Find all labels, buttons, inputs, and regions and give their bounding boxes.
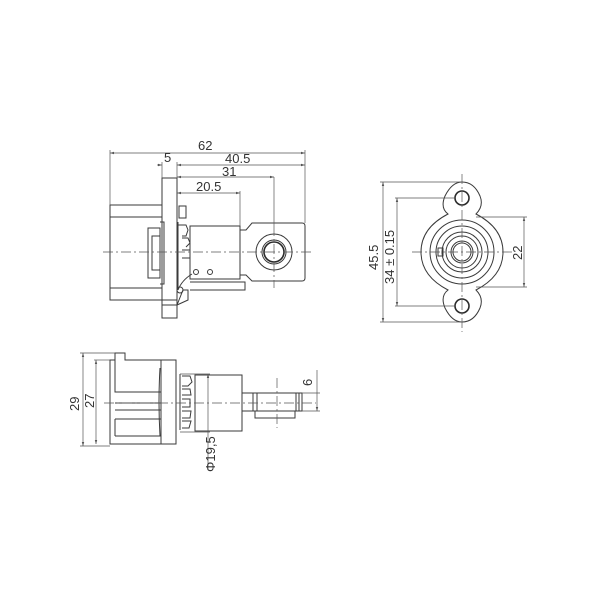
dim-overall-width: 29 xyxy=(67,397,82,411)
dim-overall-height: 45.5 xyxy=(366,245,381,270)
top-terminal xyxy=(241,392,303,412)
dim-flange-to-end: 40.5 xyxy=(225,151,250,166)
dim-hole-spacing: 34 ± 0.15 xyxy=(382,230,397,284)
dim-overall-length: 62 xyxy=(198,138,212,153)
top-view: 29 27 Φ19,5 6 xyxy=(67,352,320,472)
top-housing xyxy=(109,352,177,445)
dim-body-diameter: Φ19,5 xyxy=(203,436,218,472)
dim-body-height: 22 xyxy=(510,246,525,260)
dim-flange-to-hole: 31 xyxy=(222,164,236,179)
side-view: 62 5 40.5 31 20.5 xyxy=(103,138,312,319)
dim-terminal-thickness: 6 xyxy=(300,379,315,386)
rear-housing xyxy=(109,204,163,301)
dim-flange-thickness: 5 xyxy=(164,150,171,165)
dim-body-width: 27 xyxy=(82,394,97,408)
mounting-flange xyxy=(161,177,178,319)
front-view: 45.5 34 ± 0.15 22 xyxy=(366,174,527,332)
dim-body-length: 20.5 xyxy=(196,179,221,194)
connector-body xyxy=(189,225,241,280)
